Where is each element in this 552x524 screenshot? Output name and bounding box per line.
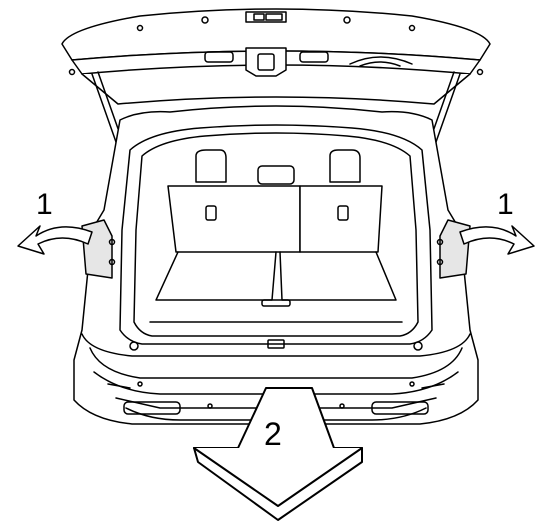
arrow-right xyxy=(459,225,535,255)
arrow-left xyxy=(17,225,93,255)
rear-seats xyxy=(149,149,403,323)
step-1-right-label: 1 xyxy=(497,188,514,221)
step-2-label: 2 xyxy=(264,416,282,452)
step-1-left-label: 1 xyxy=(36,188,53,221)
vehicle-body xyxy=(73,105,479,425)
arrow-down xyxy=(193,387,363,521)
liftgate xyxy=(61,8,491,105)
